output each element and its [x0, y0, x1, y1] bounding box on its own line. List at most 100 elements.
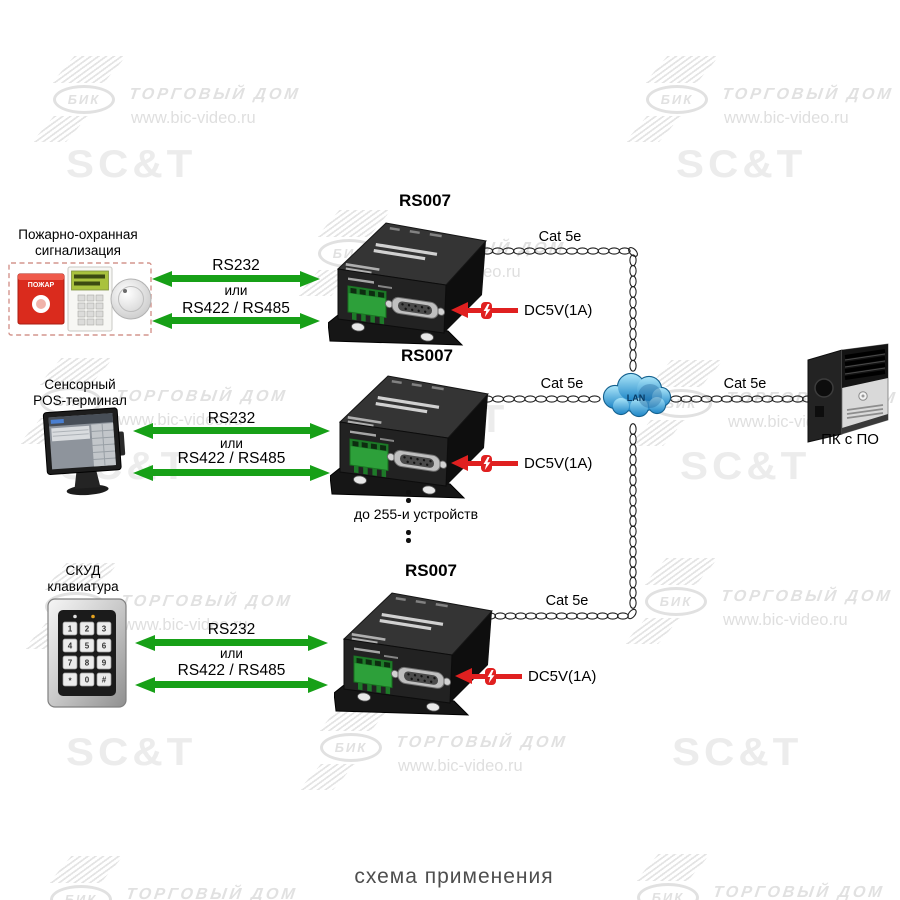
power-label: DC5V(1A)	[524, 301, 593, 319]
keypad-led	[73, 614, 77, 619]
power-arrow-2: DC5V(1A)	[451, 454, 592, 472]
svg-text:5: 5	[85, 642, 90, 651]
access-keypad: 1 2 3 4 5 6 7 8 9 * 0 #	[47, 598, 127, 708]
watermark-logo: БИК	[645, 587, 707, 616]
red-arrowhead-icon	[451, 302, 468, 318]
svg-text:8: 8	[85, 659, 90, 668]
ellipsis-dot	[406, 498, 411, 503]
cat5e-label-1: Cat 5e	[538, 229, 582, 245]
watermark-company: ТОРГОВЫЙ ДОМ	[127, 86, 302, 103]
svg-text:#: #	[102, 676, 107, 685]
watermark-brand: SC&T	[66, 729, 197, 774]
watermark-hatch	[51, 56, 127, 83]
svg-text:ПОЖАР: ПОЖАР	[28, 282, 55, 289]
watermark-site: www.bic-video.ru	[398, 757, 523, 775]
red-arrowhead-icon	[451, 455, 468, 471]
watermark-company: ТОРГОВЫЙ ДОМ	[394, 734, 569, 751]
watermark-site: www.bic-video.ru	[131, 109, 256, 127]
cat5e-label-2: Cat 5e	[540, 376, 584, 392]
watermark-company: ТОРГОВЫЙ ДОМ	[720, 86, 895, 103]
svg-text:7: 7	[68, 659, 73, 668]
rs007-label-2: RS007	[401, 346, 453, 365]
rs007-label-3: RS007	[405, 561, 457, 580]
watermark-logo: БИК	[53, 85, 115, 114]
watermark-logo: БИК	[637, 883, 699, 900]
svg-text:*: *	[68, 677, 72, 686]
power-plug-icon	[485, 667, 496, 685]
keypad-keys: 1 2 3 4 5 6 7 8 9 * 0 #	[62, 621, 112, 687]
watermark-company: ТОРГОВЫЙ ДОМ	[711, 884, 886, 900]
keypad-led	[91, 614, 95, 619]
rs485-label-2: RS422 / RS485	[177, 450, 286, 467]
cat5e-label-3: Cat 5e	[545, 593, 589, 609]
svg-text:9: 9	[102, 659, 107, 668]
or-label-1: или	[224, 283, 248, 298]
rs232-arrow-3	[135, 634, 328, 651]
power-label: DC5V(1A)	[524, 454, 593, 472]
watermark-company: ТОРГОВЫЙ ДОМ	[124, 886, 299, 900]
rs232-label-1: RS232	[212, 257, 260, 274]
rs007-device-2	[330, 364, 490, 500]
power-plug-icon	[481, 454, 492, 472]
diagram-caption: схема применения	[354, 865, 554, 888]
or-label-3: или	[220, 646, 243, 661]
watermark-hatch	[635, 854, 711, 881]
watermark-hatch	[643, 558, 719, 585]
rs232-arrow-2	[133, 422, 330, 439]
rs485-label-1: RS422 / RS485	[182, 300, 290, 317]
rs007-device-1	[328, 211, 488, 347]
ellipsis-dot	[406, 538, 411, 543]
rs485-arrow-2	[133, 464, 330, 481]
watermark-hatch	[299, 764, 355, 790]
svg-text:4: 4	[68, 642, 73, 651]
watermark-brand: SC&T	[66, 141, 197, 186]
pc-label: ПК с ПО	[821, 431, 879, 448]
red-arrowhead-icon	[455, 668, 472, 684]
watermark-site: www.bic-video.ru	[723, 611, 848, 629]
rs485-arrow-1	[152, 312, 320, 329]
watermark-hatch	[48, 856, 124, 883]
lan-label: LAN	[627, 393, 646, 403]
watermark-brand: SC&T	[676, 141, 807, 186]
rs007-label-1: RS007	[399, 191, 451, 210]
cat5e-label-pc: Cat 5e	[723, 376, 767, 392]
watermark-brand: SC&T	[672, 729, 803, 774]
ellipsis-dot	[406, 530, 411, 535]
rs485-arrow-3	[135, 676, 328, 693]
watermark-hatch	[32, 116, 88, 142]
smoke-detector	[110, 278, 152, 320]
svg-text:0: 0	[85, 676, 90, 685]
rs232-label-2: RS232	[207, 410, 256, 427]
svg-text:3: 3	[102, 625, 107, 634]
alarm-panel	[67, 266, 113, 332]
watermark-logo: БИК	[646, 85, 708, 114]
chain-note: до 255-и устройств	[353, 506, 479, 522]
power-arrow-1: DC5V(1A)	[451, 301, 592, 319]
svg-text:2: 2	[85, 625, 90, 634]
watermark-hatch	[624, 618, 680, 644]
rs232-arrow-1	[152, 270, 320, 287]
watermark-site: www.bic-video.ru	[724, 109, 849, 127]
power-arrow-3: DC5V(1A)	[455, 667, 596, 685]
watermark-brand: SC&T	[680, 443, 811, 488]
or-label-2: или	[220, 436, 243, 451]
rs232-label-3: RS232	[207, 621, 256, 638]
fire-call-point: ПОЖАР	[17, 273, 65, 325]
watermark-hatch	[644, 56, 720, 83]
watermark-hatch	[625, 116, 681, 142]
watermark-company: ТОРГОВЫЙ ДОМ	[119, 593, 294, 610]
power-label: DC5V(1A)	[528, 667, 597, 685]
pos-terminal	[42, 407, 126, 496]
fire-alarm-group: ПОЖАР	[8, 262, 152, 336]
pc-tower	[807, 343, 889, 443]
watermark-site: www.bic-video.ru	[123, 616, 248, 634]
svg-text:6: 6	[102, 642, 107, 651]
svg-text:1: 1	[68, 625, 73, 634]
watermark-logo: БИК	[50, 885, 112, 900]
power-plug-icon	[481, 301, 492, 319]
watermark-logo: БИК	[320, 733, 382, 762]
watermark-company: ТОРГОВЫЙ ДОМ	[719, 588, 894, 605]
